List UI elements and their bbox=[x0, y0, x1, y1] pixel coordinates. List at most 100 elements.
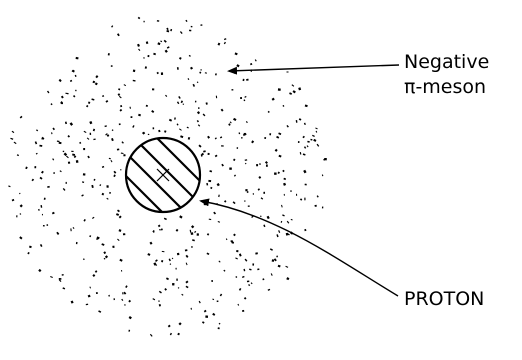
meson-cloud-dot bbox=[213, 211, 217, 215]
meson-cloud-dot bbox=[182, 103, 185, 105]
meson-cloud-dot bbox=[101, 243, 105, 246]
meson-cloud-dot bbox=[121, 141, 124, 144]
meson-cloud-dot bbox=[274, 148, 278, 152]
meson-cloud-dot bbox=[118, 215, 122, 219]
meson-cloud-dot bbox=[50, 103, 53, 106]
meson-cloud-dot bbox=[123, 291, 127, 295]
meson-cloud-dot bbox=[303, 169, 307, 174]
meson-cloud-dot bbox=[165, 94, 168, 97]
meson-cloud-dot bbox=[187, 137, 191, 140]
meson-cloud-dot bbox=[123, 84, 127, 87]
meson-cloud-dot bbox=[112, 245, 115, 249]
meson-cloud-dot bbox=[106, 134, 110, 137]
meson-cloud-dot bbox=[65, 181, 67, 184]
meson-cloud-dot bbox=[71, 69, 75, 73]
meson-cloud-dot bbox=[160, 40, 163, 43]
meson-cloud-dot bbox=[71, 150, 74, 152]
meson-cloud-dot bbox=[58, 278, 62, 280]
meson-cloud-dot bbox=[160, 228, 163, 231]
meson-cloud-dot bbox=[123, 154, 126, 157]
meson-cloud-dot bbox=[257, 268, 260, 271]
meson-cloud-dot bbox=[120, 105, 123, 108]
meson-cloud-dot bbox=[19, 236, 23, 240]
meson-cloud-dot bbox=[231, 241, 235, 244]
meson-cloud-dot bbox=[181, 293, 184, 296]
meson-cloud-dot bbox=[67, 135, 71, 138]
meson-cloud-dot bbox=[19, 213, 22, 215]
meson-cloud-dot bbox=[303, 122, 306, 126]
meson-cloud-dot bbox=[306, 145, 309, 148]
meson-cloud-dot bbox=[248, 283, 251, 287]
meson-cloud-dot bbox=[58, 141, 62, 145]
meson-cloud-dot bbox=[89, 286, 92, 289]
meson-cloud-dot bbox=[262, 278, 265, 281]
meson-cloud-dot bbox=[34, 166, 37, 169]
meson-cloud-dot bbox=[295, 120, 298, 123]
meson-cloud-dot bbox=[70, 300, 74, 304]
meson-cloud-dot bbox=[310, 138, 313, 141]
meson-cloud-dot bbox=[75, 89, 77, 92]
meson-cloud-dot bbox=[144, 66, 148, 69]
meson-cloud-dot bbox=[263, 224, 266, 228]
meson-cloud-dot bbox=[119, 108, 123, 112]
meson-cloud-dot bbox=[316, 143, 320, 147]
meson-cloud-dot bbox=[92, 274, 96, 277]
meson-cloud-dot bbox=[244, 200, 246, 202]
meson-cloud-dot bbox=[298, 118, 302, 121]
meson-cloud-dot bbox=[103, 257, 106, 260]
meson-cloud-dot bbox=[93, 178, 96, 181]
meson-cloud-dot bbox=[174, 117, 176, 120]
meson-cloud-dot bbox=[217, 42, 221, 46]
meson-cloud-dot bbox=[225, 238, 228, 241]
meson-cloud-dot bbox=[99, 184, 102, 187]
meson-cloud-dot bbox=[250, 282, 253, 285]
proton bbox=[124, 136, 202, 214]
meson-cloud-dot bbox=[63, 152, 68, 157]
meson-cloud-dot bbox=[104, 255, 109, 259]
meson-cloud-dot bbox=[229, 121, 232, 124]
meson-cloud-dot bbox=[157, 42, 161, 46]
meson-cloud-dot bbox=[298, 87, 302, 91]
meson-cloud-dot bbox=[212, 298, 215, 301]
meson-cloud-dot bbox=[40, 205, 43, 208]
meson-cloud-dot bbox=[296, 193, 298, 196]
meson-cloud-dot bbox=[277, 264, 281, 268]
meson-cloud-dot bbox=[34, 141, 38, 145]
meson-cloud-dot bbox=[125, 285, 128, 289]
meson-cloud-dot bbox=[39, 176, 43, 180]
meson-cloud-dot bbox=[283, 182, 287, 186]
meson-cloud-dot bbox=[190, 66, 193, 70]
meson-cloud-dot bbox=[61, 274, 64, 276]
meson-cloud-dot bbox=[307, 140, 310, 143]
meson-cloud-dot bbox=[81, 194, 84, 197]
meson-cloud-dot bbox=[286, 220, 290, 224]
meson-cloud-dot bbox=[170, 28, 173, 32]
meson-cloud-dot bbox=[244, 132, 247, 136]
meson-cloud-dot bbox=[209, 170, 213, 173]
meson-cloud-dot bbox=[282, 104, 285, 107]
meson-cloud-dot bbox=[128, 329, 131, 332]
meson-cloud-dot bbox=[196, 233, 199, 236]
meson-cloud-dot bbox=[8, 185, 11, 188]
meson-cloud-dot bbox=[243, 99, 246, 102]
meson-cloud-dot bbox=[75, 56, 79, 60]
meson-cloud-dot bbox=[200, 154, 203, 157]
meson-cloud-dot bbox=[177, 332, 180, 336]
meson-cloud-dot bbox=[159, 228, 161, 231]
meson-cloud-dot bbox=[246, 191, 249, 194]
meson-cloud-dot bbox=[315, 127, 318, 130]
meson-cloud-dot bbox=[267, 110, 270, 113]
meson-cloud-dot bbox=[83, 219, 86, 222]
meson-cloud-dot bbox=[190, 225, 195, 229]
meson-cloud-dot bbox=[244, 159, 248, 161]
meson-cloud-dot bbox=[292, 90, 296, 94]
meson-cloud-dot bbox=[35, 152, 38, 155]
meson-cloud-dot bbox=[176, 67, 179, 70]
meson-cloud-dot bbox=[240, 97, 242, 100]
meson-cloud-dot bbox=[219, 136, 223, 139]
meson-cloud-dot bbox=[176, 101, 180, 105]
meson-cloud-dot bbox=[198, 107, 200, 109]
meson-cloud-dot bbox=[152, 230, 155, 233]
meson-cloud-dot bbox=[117, 93, 121, 96]
